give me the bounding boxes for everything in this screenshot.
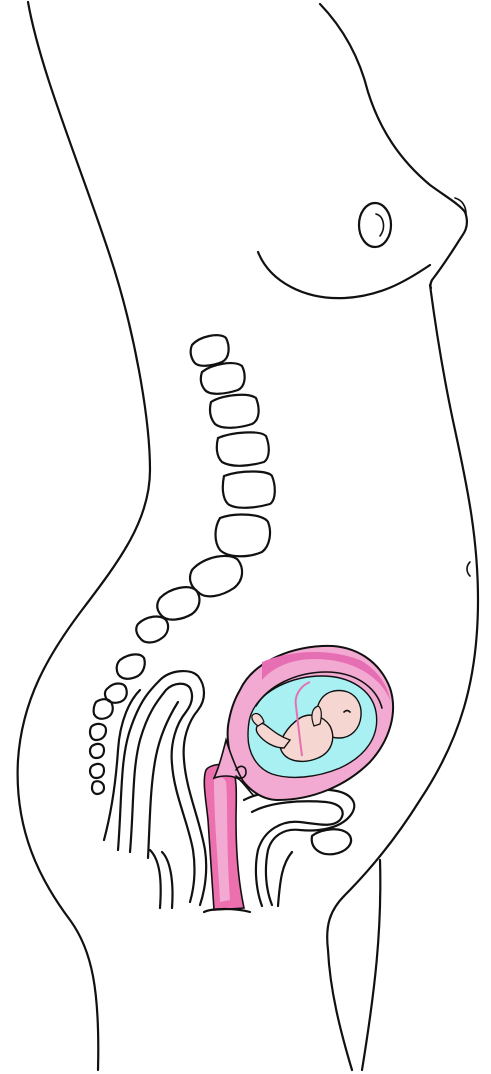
breast-tip bbox=[430, 212, 467, 288]
vertebra-1 bbox=[191, 335, 229, 366]
rectum-base-2 bbox=[162, 852, 173, 908]
bladder bbox=[244, 789, 354, 906]
breast bbox=[258, 203, 430, 298]
rectum-outer bbox=[118, 671, 206, 905]
areola bbox=[359, 203, 391, 247]
vertebra-12 bbox=[94, 699, 113, 719]
areola-inner bbox=[376, 214, 383, 236]
navel bbox=[467, 562, 470, 576]
thigh-contour bbox=[362, 860, 380, 1070]
vertebra-5 bbox=[223, 472, 275, 508]
vertebra-8 bbox=[157, 587, 199, 619]
breast-underline bbox=[258, 252, 430, 298]
vertebra-9 bbox=[136, 617, 168, 643]
vertebra-6 bbox=[216, 515, 271, 557]
body-outline bbox=[18, 2, 478, 1070]
rectum-inner bbox=[130, 684, 194, 902]
coccyx-4 bbox=[92, 781, 104, 794]
rectum-base bbox=[150, 850, 161, 908]
vertebra-10 bbox=[117, 654, 145, 678]
cervix bbox=[204, 764, 250, 912]
vertebra-2 bbox=[201, 363, 245, 394]
vertebra-3 bbox=[210, 395, 259, 428]
rectum bbox=[104, 671, 206, 908]
bladder-dome bbox=[312, 829, 351, 854]
front-chest-contour bbox=[320, 4, 465, 212]
vaginal-opening bbox=[204, 909, 250, 912]
urethra bbox=[278, 852, 292, 906]
coccyx-2 bbox=[90, 744, 104, 758]
coccyx-3 bbox=[90, 764, 104, 778]
fetus-arm bbox=[312, 706, 321, 726]
vertebra-7 bbox=[190, 556, 242, 596]
coccyx-1 bbox=[90, 724, 106, 740]
back-contour bbox=[18, 2, 150, 1070]
vertebra-4 bbox=[217, 432, 269, 465]
